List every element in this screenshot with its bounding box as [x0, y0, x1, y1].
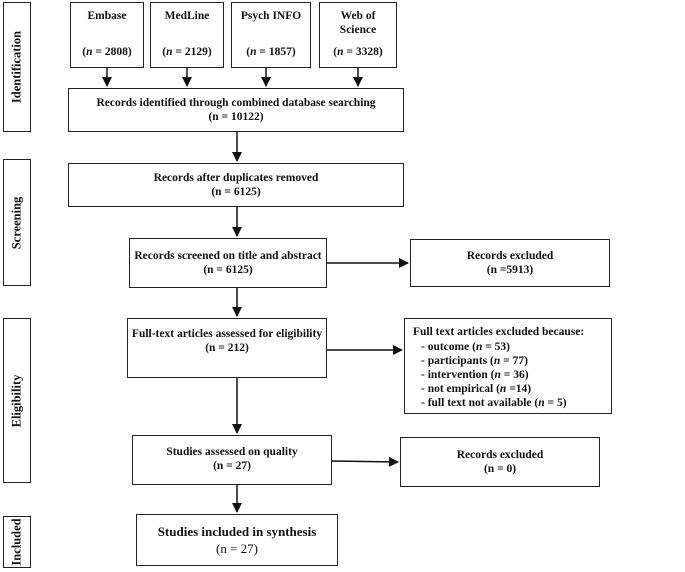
source-name: Psych INFO	[240, 10, 302, 22]
exclusion-reason: - intervention (n = 36)	[421, 369, 529, 381]
node-fulltext-excluded: Full text articles excluded because: - o…	[404, 318, 612, 414]
node-combined: Records identified through combined data…	[68, 88, 404, 132]
exclusion-reason: - participants (n = 77)	[421, 355, 528, 367]
node-label: Records identified through combined data…	[96, 97, 376, 109]
node-count: (n =5913)	[486, 264, 534, 276]
node-label: Full-text articles assessed for eligibil…	[131, 328, 323, 340]
node-count: (n = 27)	[213, 460, 251, 472]
node-dedup: Records after duplicates removed (n = 61…	[68, 163, 404, 207]
node-excluded-screening: Records excluded (n =5913)	[410, 239, 610, 287]
node-excluded-quality: Records excluded (n = 0)	[400, 437, 600, 487]
node-count: (n = 6125)	[203, 264, 253, 276]
node-label: Studies included in synthesis	[157, 524, 317, 539]
source-psychinfo: Psych INFO (n = 1857)	[231, 2, 311, 68]
node-label: Records screened on title and abstract	[134, 250, 322, 262]
source-count: (n = 3328)	[333, 46, 383, 58]
node-count: (n = 0)	[483, 463, 517, 475]
arrow-quality-excluded	[331, 456, 399, 467]
stage-identification: Identification	[3, 2, 31, 132]
node-label: Records excluded	[456, 449, 544, 461]
source-embase: Embase (n = 2808)	[70, 2, 144, 68]
node-label: Records after duplicates removed	[153, 172, 319, 184]
stage-screening: Screening	[3, 159, 31, 286]
source-name: MedLine	[164, 10, 210, 22]
node-label: Studies assessed on quality	[166, 446, 298, 458]
source-count: (n = 1857)	[246, 46, 296, 58]
source-web-of-science: Web of Science (n = 3328)	[319, 2, 397, 68]
stage-included: Included	[3, 516, 31, 568]
source-name: Embase	[87, 10, 127, 22]
source-count: (n = 2129)	[162, 46, 212, 58]
node-fulltext: Full-text articles assessed for eligibil…	[127, 318, 327, 378]
node-screened: Records screened on title and abstract (…	[129, 238, 327, 288]
node-count: (n = 6125)	[211, 186, 261, 198]
exclusion-reason: - outcome (n = 53)	[421, 341, 510, 353]
source-name: Web of Science	[339, 10, 377, 36]
node-quality: Studies assessed on quality (n = 27)	[132, 435, 332, 485]
node-count: (n = 10122)	[208, 111, 264, 123]
exclusion-reason: - not empirical (n =14)	[421, 383, 532, 395]
source-medline: MedLine (n = 2129)	[150, 2, 224, 68]
source-count: (n = 2808)	[82, 46, 132, 58]
node-count: (n = 27)	[216, 541, 258, 556]
node-included: Studies included in synthesis (n = 27)	[136, 514, 338, 566]
node-label: Records excluded	[466, 250, 554, 262]
exclusion-title: Full text articles excluded because:	[413, 326, 585, 338]
exclusion-reason: - full text not available (n = 5)	[421, 397, 567, 409]
node-count: (n = 212)	[205, 342, 249, 354]
stage-eligibility: Eligibility	[3, 318, 31, 483]
